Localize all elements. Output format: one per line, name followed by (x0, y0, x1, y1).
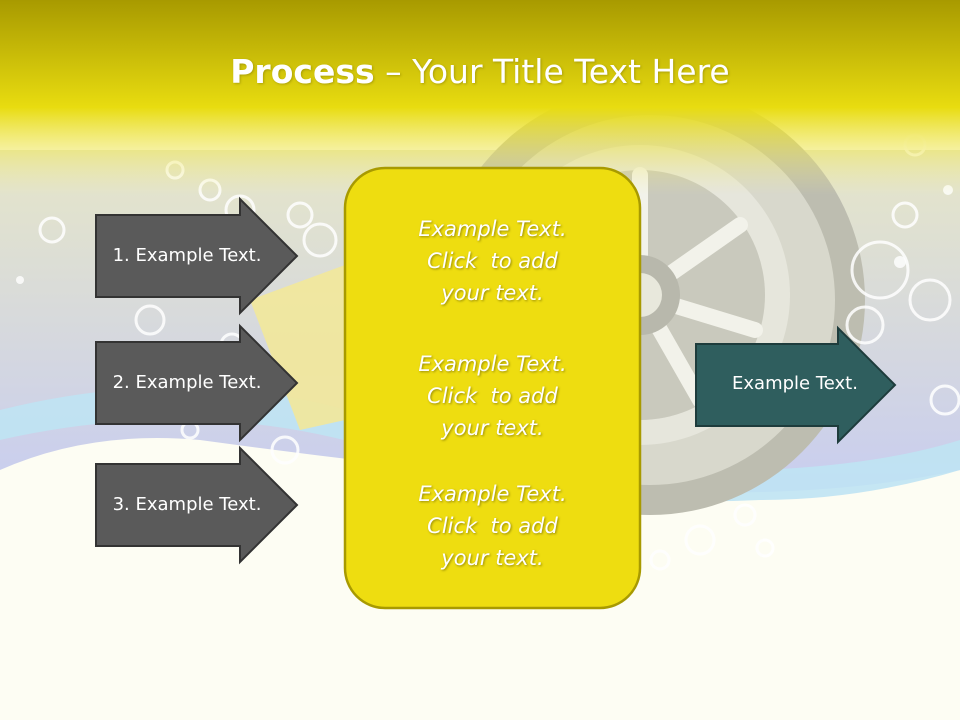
center-block-3-line-2: Click to add (427, 514, 558, 538)
center-block-3-line-1: Example Text. (418, 482, 567, 506)
title-bold: Process (230, 52, 375, 91)
center-block-1-line-3: your text. (441, 281, 544, 305)
title-rest: – Your Title Text Here (374, 52, 730, 91)
center-block-2-line-3: your text. (441, 416, 544, 440)
center-block-2-line-1: Example Text. (418, 352, 567, 376)
center-block-1-line-1: Example Text. (418, 217, 567, 241)
center-block-3-line-3: your text. (441, 546, 544, 570)
output-label[interactable]: Example Text. (732, 373, 858, 394)
center-block-3: Example Text. Click to add your text. (345, 478, 640, 574)
center-block-2-line-2: Click to add (427, 384, 558, 408)
center-block-2: Example Text. Click to add your text. (345, 348, 640, 444)
step-2-label[interactable]: 2. Example Text. (112, 372, 262, 393)
center-block-1: Example Text. Click to add your text. (345, 213, 640, 309)
center-box[interactable]: Example Text. Click to add your text. Ex… (345, 168, 640, 608)
step-1-label[interactable]: 1. Example Text. (112, 245, 262, 266)
step-3-label[interactable]: 3. Example Text. (112, 494, 262, 515)
slide-title: Process – Your Title Text Here (0, 52, 960, 91)
center-block-1-line-2: Click to add (427, 249, 558, 273)
